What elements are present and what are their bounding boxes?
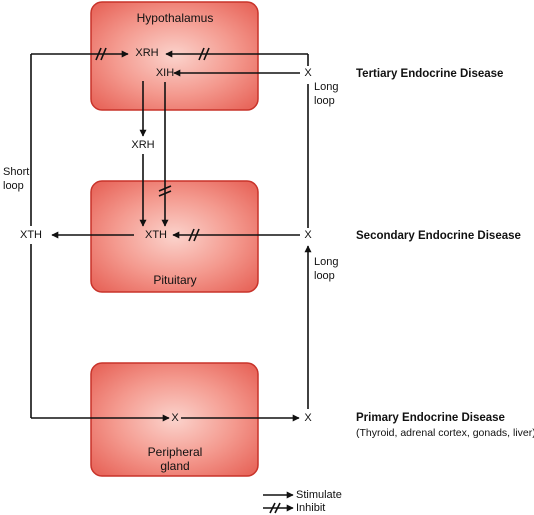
legend-inhibit-label: Inhibit [296,502,326,514]
long-loop-upper-label: Long loop [314,81,339,107]
inhibit-mark-top [198,47,210,61]
pituitary-label: Pituitary [153,273,197,287]
x-secondary-label: X [304,229,312,241]
hypothalamus-box [90,1,259,111]
primary-disease-label: Primary Endocrine Disease [356,412,505,424]
hypothalamus-label: Hypothalamus [136,11,214,25]
x-peripheral-label: X [171,412,179,424]
secondary-disease-label: Secondary Endocrine Disease [356,230,521,242]
legend-inhibit-mark [269,502,281,514]
peripheral-gland-box [90,362,259,477]
inhibit-mark-secondary [188,228,200,242]
tertiary-disease-label: Tertiary Endocrine Disease [356,68,504,80]
xth-left-label: XTH [20,229,42,241]
inhibit-mark-xih [158,185,172,197]
peripheral-gland-label: Peripheral gland [147,445,203,473]
primary-disease-note: (Thyroid, adrenal cortex, gonads, liver) [356,427,534,439]
xth-pituitary-label: XTH [145,229,167,241]
xih-label: XIH [155,67,175,79]
short-loop-label: Short loop [3,166,30,192]
xrh-mid-label: XRH [131,139,155,151]
x-primary-label: X [304,412,312,424]
xrh-hypothalamus-label: XRH [135,47,159,59]
inhibit-mark-short-loop [95,47,107,61]
long-loop-lower-label: Long loop [314,256,339,282]
legend-stimulate-label: Stimulate [296,489,342,501]
x-tertiary-label: X [304,67,312,79]
